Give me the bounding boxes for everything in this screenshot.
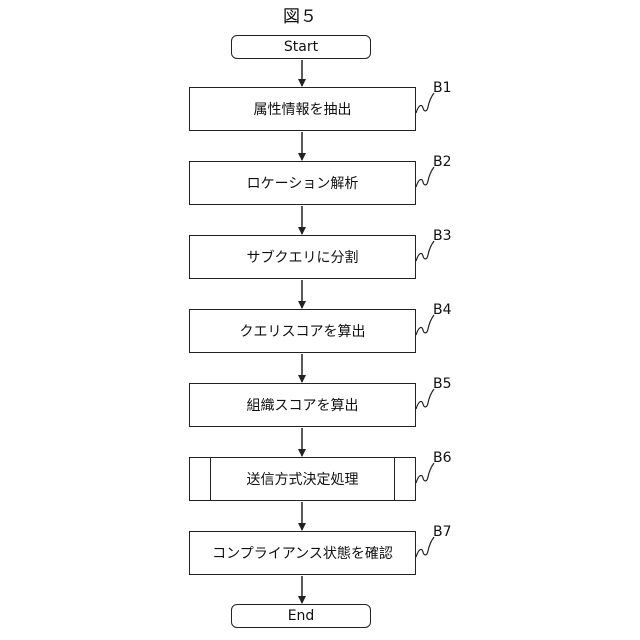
start-terminal: Start <box>231 35 371 59</box>
step-b7-id: B7 <box>433 524 452 540</box>
step-b6-box: 送信方式決定処理 <box>189 457 416 501</box>
step-b3-box: サブクエリに分割 <box>189 235 416 279</box>
step-b5-box: 組織スコアを算出 <box>189 383 416 427</box>
step-b2-text: ロケーション解析 <box>247 173 359 193</box>
step-b5-id: B5 <box>433 376 452 392</box>
step-b2-box: ロケーション解析 <box>189 161 416 205</box>
step-b2-id: B2 <box>433 154 452 170</box>
step-b5-text: 組織スコアを算出 <box>247 395 359 415</box>
step-b3-id: B3 <box>433 228 452 244</box>
step-b4-box: クエリスコアを算出 <box>189 309 416 353</box>
step-b3-text: サブクエリに分割 <box>247 247 359 267</box>
step-b1-id: B1 <box>433 80 452 96</box>
step-b4-text: クエリスコアを算出 <box>240 321 366 341</box>
leader-line-b5 <box>416 389 434 409</box>
step-b6-id: B6 <box>433 450 452 466</box>
leader-line-b7 <box>416 537 434 557</box>
end-terminal: End <box>231 604 371 628</box>
step-b4-id: B4 <box>433 302 452 318</box>
leader-line-b6 <box>416 463 434 483</box>
step-b1-text: 属性情報を抽出 <box>254 99 352 119</box>
leader-line-b4 <box>416 315 434 335</box>
step-b6-text: 送信方式決定処理 <box>247 469 359 489</box>
step-b7-box: コンプライアンス状態を確認 <box>189 531 416 575</box>
leader-line-b1 <box>416 93 434 113</box>
start-label: Start <box>284 39 318 55</box>
step-b7-text: コンプライアンス状態を確認 <box>212 543 393 563</box>
end-label: End <box>288 608 315 624</box>
leader-line-b3 <box>416 241 434 261</box>
leader-line-b2 <box>416 167 434 187</box>
step-b1-box: 属性情報を抽出 <box>189 87 416 131</box>
